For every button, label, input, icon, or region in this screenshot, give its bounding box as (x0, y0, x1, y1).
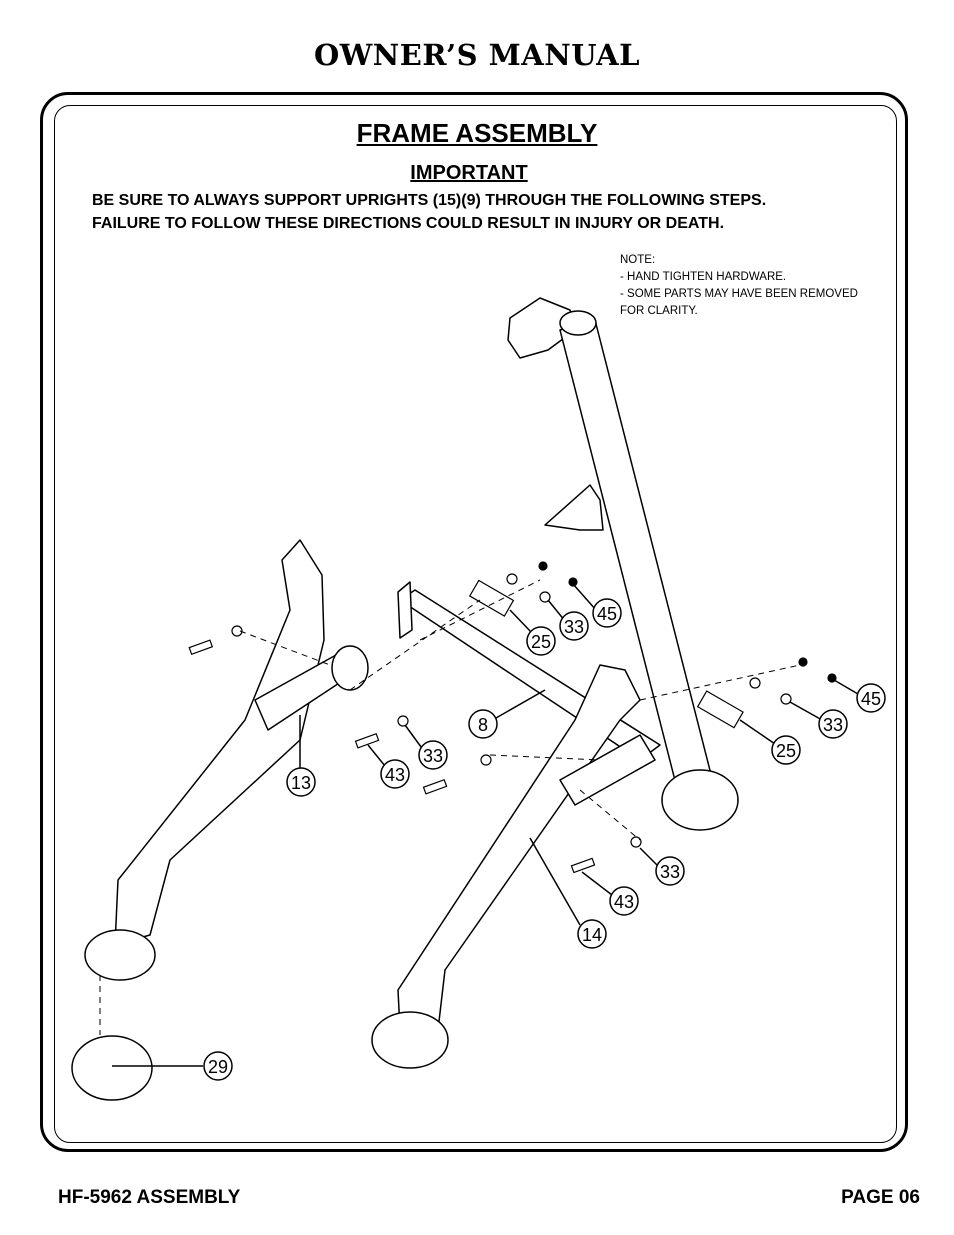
crossmember-bracket (397, 581, 413, 639)
footer-page-number: PAGE 06 (841, 1187, 920, 1208)
leg-13-tube-end (331, 645, 369, 691)
leg-13 (114, 539, 325, 946)
leg-14 (397, 664, 641, 1031)
callout-25-b: 25 (776, 741, 796, 761)
note-line-1: NOTE: (620, 254, 656, 266)
page-frame-inner (54, 105, 897, 1143)
callout-8: 8 (478, 715, 488, 735)
upright-cap (559, 310, 597, 336)
callout-13: 13 (291, 773, 311, 793)
callout-45-b: 45 (861, 689, 881, 709)
callout-25-a: 25 (531, 632, 551, 652)
note-line-3: - SOME PARTS MAY HAVE BEEN REMOVED (620, 288, 858, 300)
page-frame-outer (40, 92, 908, 1152)
manual-title: OWNER’S MANUAL (313, 38, 641, 72)
callout-33-c: 33 (423, 746, 443, 766)
upright-foot (661, 769, 739, 831)
upright-bracket (507, 297, 576, 359)
callout-14: 14 (582, 925, 602, 945)
footer-model: HF-5962 ASSEMBLY (58, 1187, 241, 1208)
callout-45-a: 45 (597, 604, 617, 624)
callout-43-b: 43 (614, 892, 634, 912)
warning-line-1: BE SURE TO ALWAYS SUPPORT UPRIGHTS (15)(… (92, 192, 767, 209)
upright-gusset (544, 484, 604, 531)
callout-43-a: 43 (385, 765, 405, 785)
callout-33-a: 33 (564, 617, 584, 637)
callout-29: 29 (208, 1057, 228, 1077)
important-label: IMPORTANT (410, 162, 528, 184)
note-line-4: FOR CLARITY. (620, 305, 698, 317)
leg-14-foot (371, 1011, 449, 1069)
note-line-2: - HAND TIGHTEN HARDWARE. (620, 271, 787, 283)
callout-33-b: 33 (823, 715, 843, 735)
warning-line-2: FAILURE TO FOLLOW THESE DIRECTIONS COULD… (92, 215, 725, 232)
leg-14-tube (559, 734, 656, 806)
callout-33-d: 33 (660, 862, 680, 882)
section-title: FRAME ASSEMBLY (356, 118, 598, 148)
foot-pad-29 (71, 1035, 153, 1101)
leg-13-foot (84, 929, 156, 981)
